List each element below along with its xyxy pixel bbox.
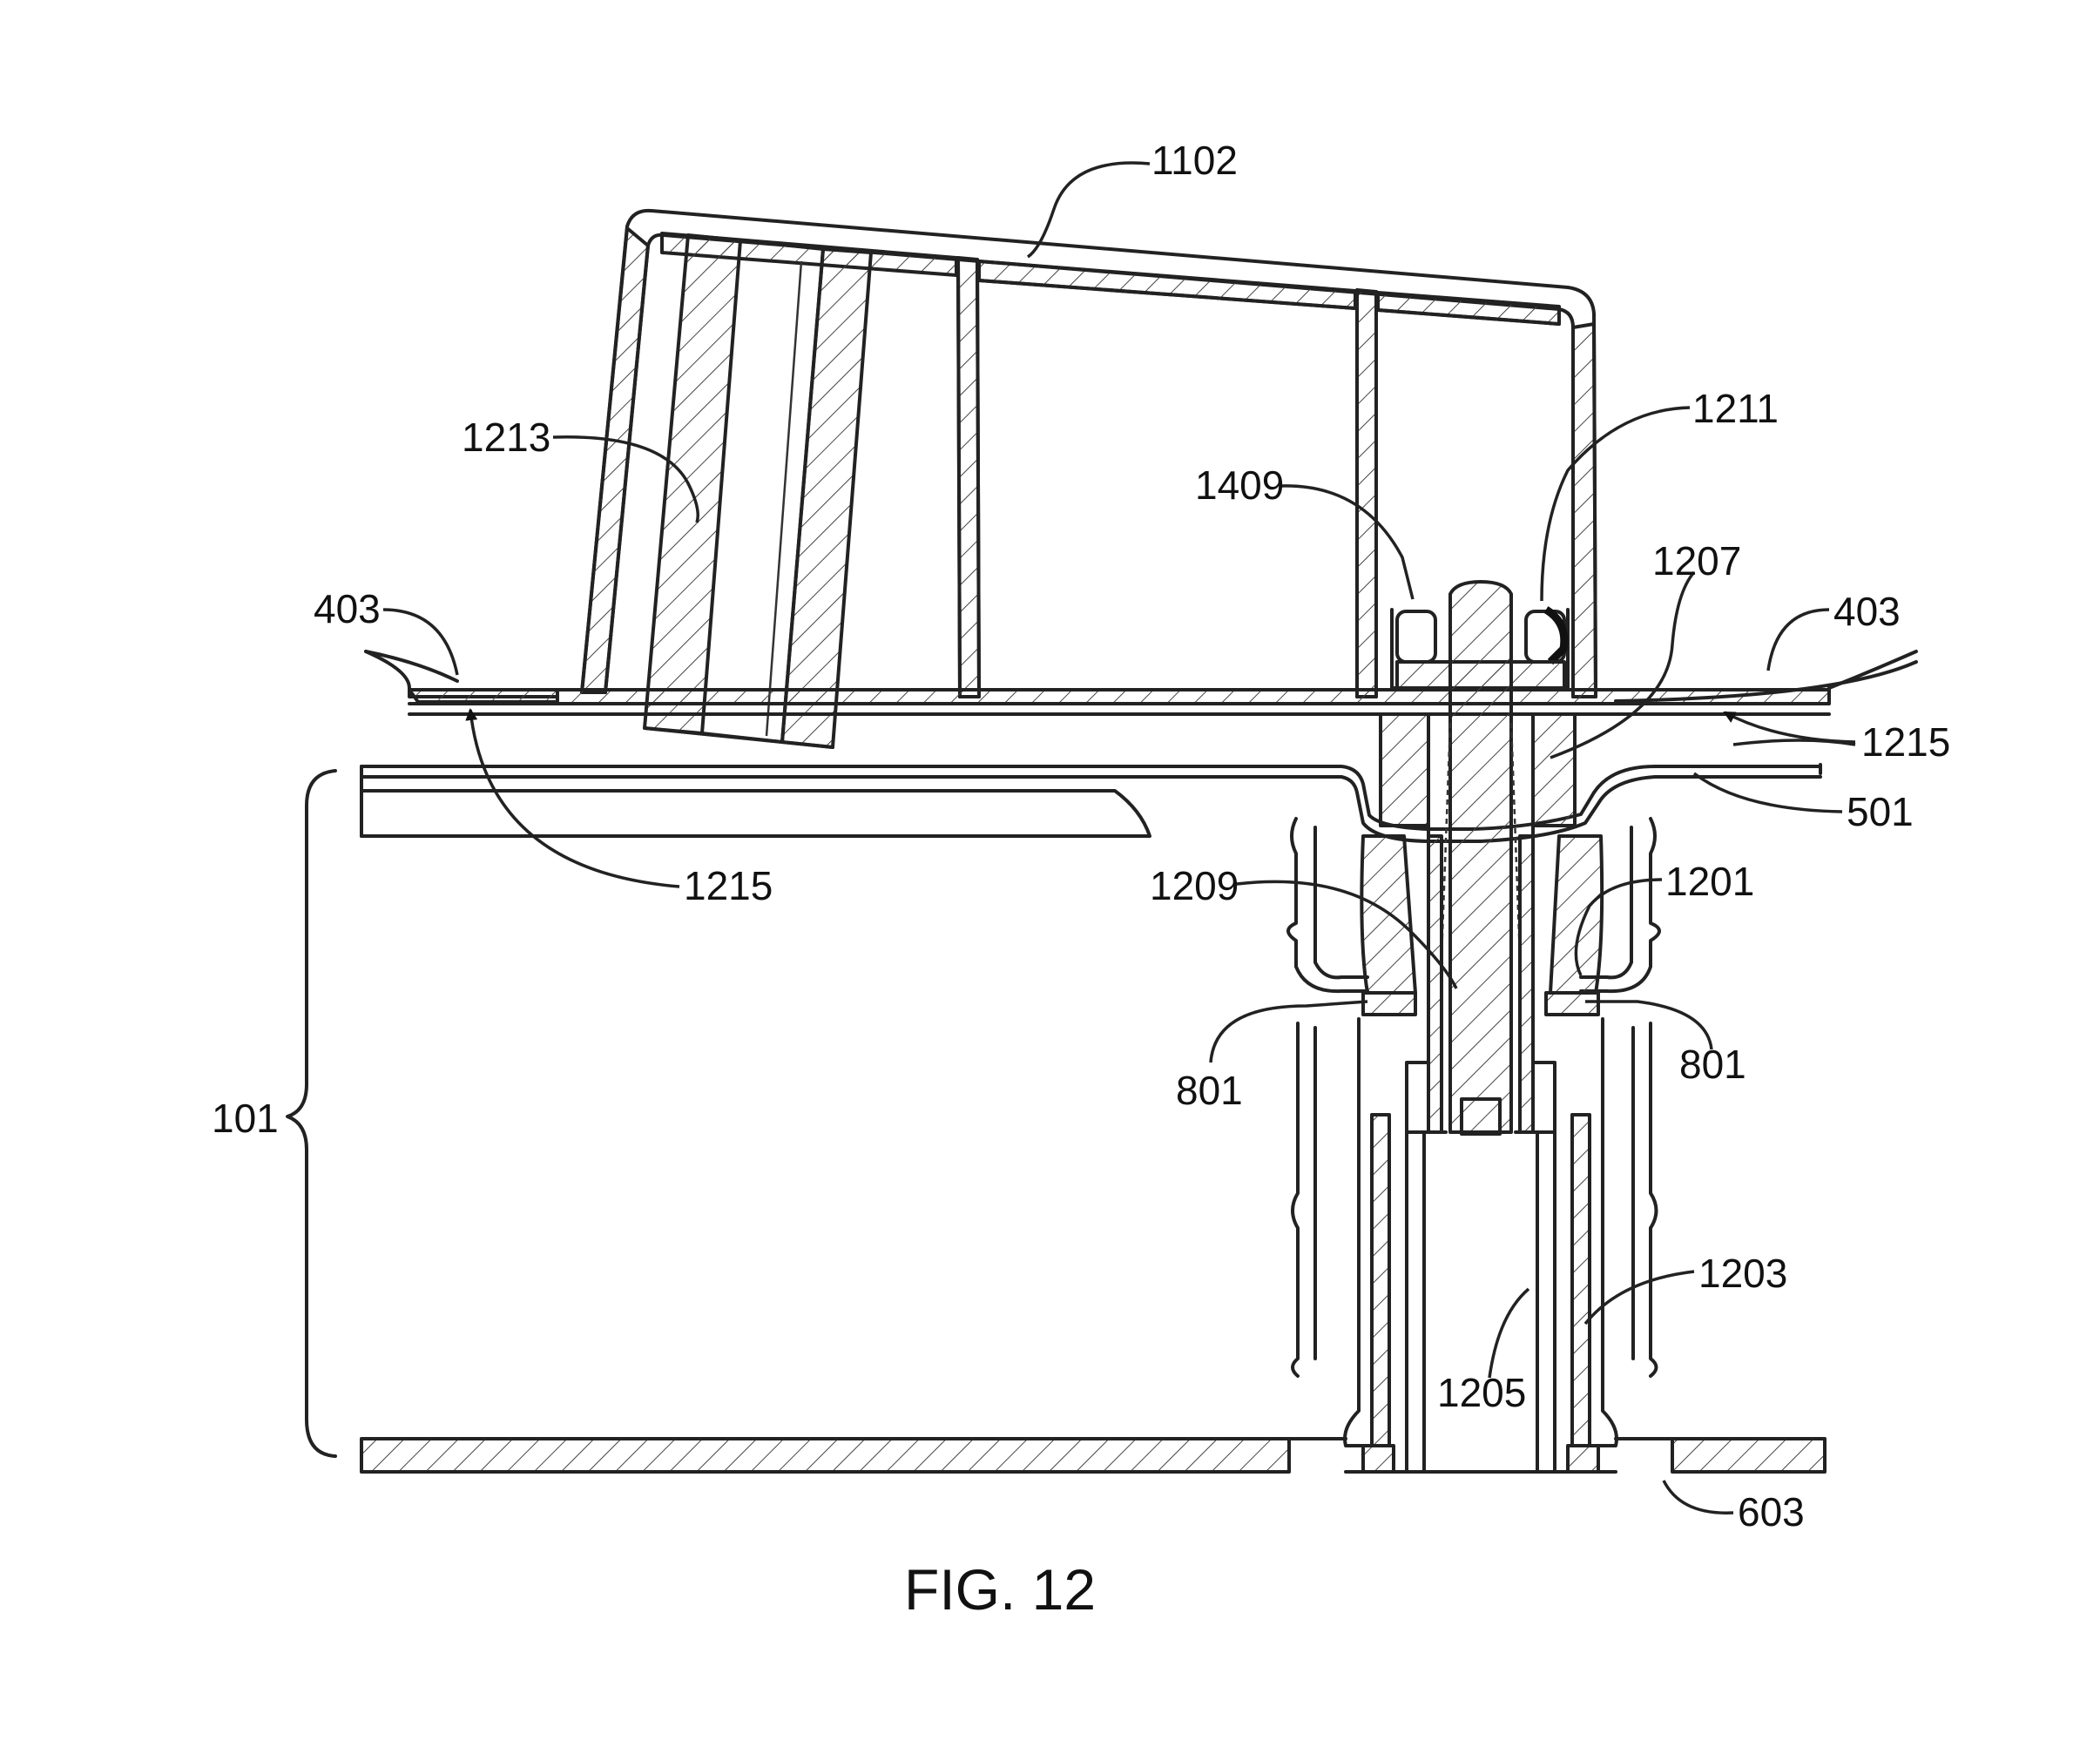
label-1215-right: 1215 <box>1861 719 1950 765</box>
label-403-right: 403 <box>1833 589 1901 634</box>
fastener-assembly <box>1379 580 1577 1136</box>
label-1207: 1207 <box>1652 538 1741 584</box>
label-1213: 1213 <box>462 415 550 460</box>
bottom-plate-603 <box>360 1437 1827 1474</box>
label-1409: 1409 <box>1195 462 1284 508</box>
label-603: 603 <box>1738 1489 1805 1535</box>
label-801-right: 801 <box>1679 1042 1746 1087</box>
label-403-left: 403 <box>314 586 381 631</box>
brace-101 <box>286 769 337 1458</box>
label-101: 101 <box>212 1096 279 1141</box>
label-1205: 1205 <box>1437 1370 1526 1415</box>
lower-posts <box>1291 1017 1658 1474</box>
label-1203: 1203 <box>1698 1251 1787 1296</box>
cell-stack-1213 <box>643 233 873 749</box>
label-1201: 1201 <box>1665 859 1754 904</box>
label-1211: 1211 <box>1692 386 1779 431</box>
label-1209: 1209 <box>1150 863 1239 908</box>
label-501: 501 <box>1847 789 1914 834</box>
figure-caption: FIG. 12 <box>904 1557 1096 1622</box>
cover-501 <box>360 763 1822 843</box>
label-801-left: 801 <box>1176 1068 1243 1113</box>
label-1102: 1102 <box>1151 138 1238 183</box>
label-1215-left: 1215 <box>684 863 773 908</box>
leader-lines <box>382 161 1856 1515</box>
